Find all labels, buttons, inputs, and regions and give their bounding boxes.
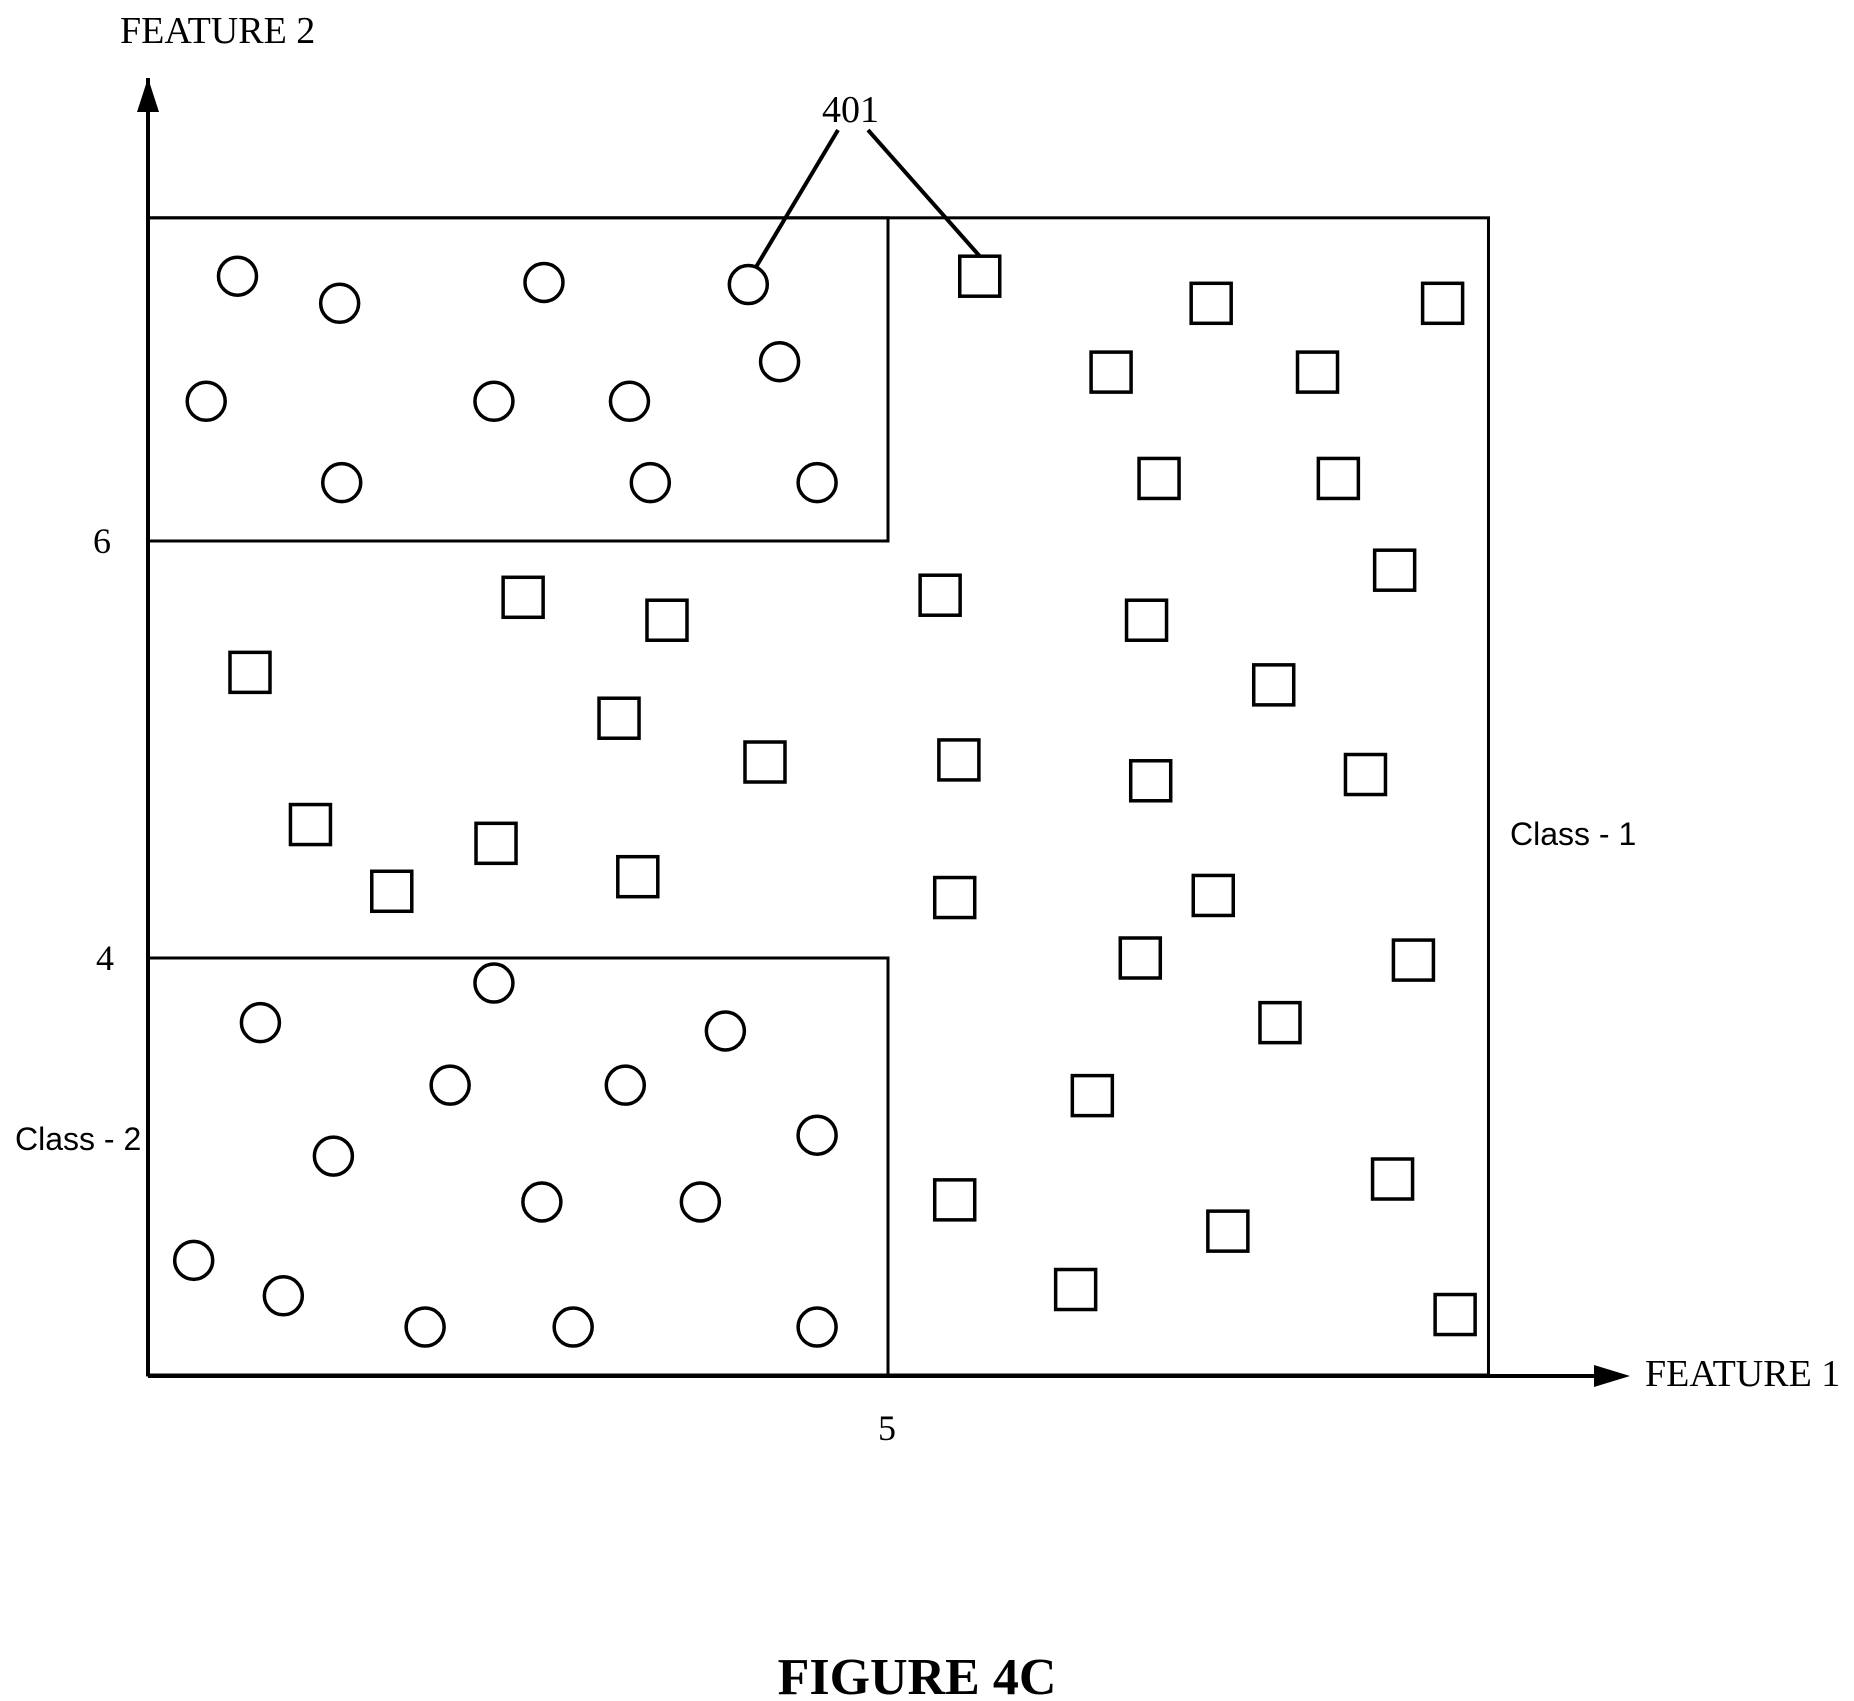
circle-point xyxy=(314,1137,352,1175)
square-point xyxy=(1193,875,1233,915)
square-point xyxy=(290,805,330,845)
square-point xyxy=(1056,1270,1096,1310)
circle-point xyxy=(798,1116,836,1154)
circle-point xyxy=(264,1277,302,1315)
class-1-points xyxy=(230,256,1475,1334)
square-point xyxy=(1208,1211,1248,1251)
class-1-label: Class - 1 xyxy=(1510,816,1636,852)
square-region xyxy=(148,218,1489,1375)
square-point xyxy=(618,857,658,897)
circle-point xyxy=(175,1241,213,1279)
square-point xyxy=(1091,352,1131,392)
square-point xyxy=(935,1180,975,1220)
circle-point xyxy=(523,1183,561,1221)
square-point xyxy=(476,823,516,863)
callout-leader-line xyxy=(756,130,838,267)
circle-point xyxy=(323,464,361,502)
circle-point xyxy=(187,382,225,420)
square-point xyxy=(599,698,639,738)
square-point xyxy=(745,742,785,782)
square-point xyxy=(1345,755,1385,795)
circle-point xyxy=(631,464,669,502)
square-point xyxy=(1435,1295,1475,1335)
square-point xyxy=(1318,458,1358,498)
square-point xyxy=(230,652,270,692)
square-point xyxy=(1120,938,1160,978)
circle-point xyxy=(525,263,563,301)
decision-regions xyxy=(148,218,1489,1375)
square-point xyxy=(1375,550,1415,590)
square-point xyxy=(372,871,412,911)
x-axis-arrowhead xyxy=(1594,1365,1630,1387)
circle-point xyxy=(321,284,359,322)
x-axis-label: FEATURE 1 xyxy=(1645,1353,1840,1395)
square-point xyxy=(1373,1159,1413,1199)
square-point xyxy=(1072,1076,1112,1116)
square-point xyxy=(1191,283,1231,323)
square-point xyxy=(939,740,979,780)
circle-point xyxy=(554,1308,592,1346)
circle-point xyxy=(475,382,513,420)
circle-point xyxy=(431,1066,469,1104)
square-point xyxy=(1423,283,1463,323)
square-point xyxy=(1254,665,1294,705)
circle-point xyxy=(681,1183,719,1221)
circle-point xyxy=(761,343,799,381)
square-point xyxy=(1131,761,1171,801)
square-point xyxy=(1127,600,1167,640)
square-point xyxy=(1139,458,1179,498)
y-axis-arrowhead xyxy=(137,78,159,112)
circle-point xyxy=(729,266,767,304)
square-point xyxy=(503,577,543,617)
square-point xyxy=(1393,940,1433,980)
square-point xyxy=(1298,352,1338,392)
square-point xyxy=(1260,1003,1300,1043)
square-point xyxy=(935,878,975,918)
class-2-label: Class - 2 xyxy=(15,1121,141,1157)
circle-point xyxy=(706,1012,744,1050)
callout-401: 401 xyxy=(756,89,979,267)
figure-title: FIGURE 4C xyxy=(778,1649,1057,1701)
y-axis-label: FEATURE 2 xyxy=(120,10,315,52)
circle-point xyxy=(241,1004,279,1042)
y-tick-label-4: 4 xyxy=(96,938,114,978)
x-tick-label-5: 5 xyxy=(878,1408,896,1448)
class-2-points xyxy=(175,257,836,1346)
y-tick-label-6: 6 xyxy=(93,521,111,561)
circle-point xyxy=(798,464,836,502)
circle-point xyxy=(610,382,648,420)
circle-point xyxy=(798,1308,836,1346)
callout-leader-line xyxy=(868,130,980,256)
circle-point xyxy=(606,1066,644,1104)
circle-point xyxy=(218,257,256,295)
callout-label: 401 xyxy=(822,89,879,131)
square-point xyxy=(960,256,1000,296)
circle-point xyxy=(406,1308,444,1346)
circle-point xyxy=(475,964,513,1002)
square-point xyxy=(647,600,687,640)
square-point xyxy=(920,575,960,615)
